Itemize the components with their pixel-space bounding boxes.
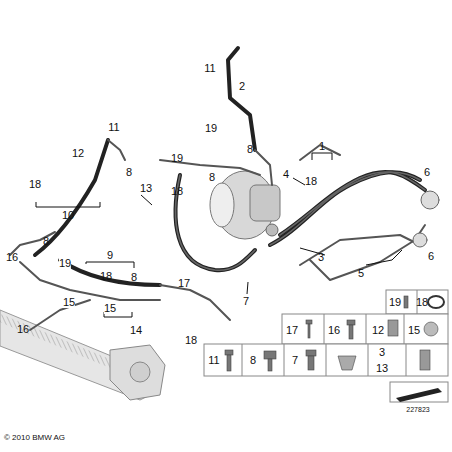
callout-number: 15 (104, 302, 116, 314)
steering-rack (0, 310, 165, 400)
callout-number: 4 (283, 168, 289, 180)
callout-number: 13 (376, 362, 388, 374)
callout-number: 17 (286, 324, 298, 336)
callout-number: 15 (63, 296, 75, 308)
callout-number: 3 (318, 251, 324, 263)
callout-number: 11 (108, 121, 119, 133)
callout-number: 19 (389, 296, 401, 308)
callout-number: 2 (239, 80, 245, 92)
callout-number: 5 (358, 267, 364, 279)
callout-number: 18 (29, 178, 41, 190)
callout-number: 12 (372, 324, 384, 336)
part-icons (225, 296, 444, 402)
callout-number: 19 (171, 152, 183, 164)
callout-number: 18 (185, 334, 197, 346)
callout-number: 16 (6, 251, 18, 263)
callout-number: 15 (408, 324, 420, 336)
callout-number: 1 (319, 140, 325, 152)
leader-lines (36, 153, 402, 317)
callout-number: 14 (130, 324, 142, 336)
power-steering-pump (210, 171, 280, 239)
callout-number: 8 (131, 271, 137, 283)
callout-number: 7 (243, 295, 249, 307)
callout-number: 13 (140, 182, 152, 194)
callout-number: 3 (379, 346, 385, 358)
parts-table (204, 290, 448, 402)
callout-number: 16 (328, 324, 340, 336)
hoses (10, 48, 439, 330)
callout-number: 11 (208, 354, 219, 366)
callout-number: 12 (72, 147, 84, 159)
callout-number: 19 (59, 257, 71, 269)
callout-number: 8 (126, 166, 132, 178)
callout-number: 10 (62, 209, 74, 221)
copyright: © 2010 BMW AG (4, 432, 65, 444)
callout-number: 8 (247, 143, 253, 155)
callout-number: 16 (17, 323, 29, 335)
callout-number: 6 (424, 166, 430, 178)
callout-number: 11 (204, 62, 215, 74)
callout-number: 8 (250, 354, 256, 366)
callout-number: 6 (428, 250, 434, 262)
callout-number: 18 (305, 175, 317, 187)
diagram-number: 227823 (406, 404, 429, 416)
callout-number: 9 (107, 249, 113, 261)
callout-number: 18 (100, 270, 112, 282)
callout-number: 8 (43, 235, 49, 247)
callout-number: 18 (171, 185, 183, 197)
callout-number: 18 (416, 296, 428, 308)
callout-number: 17 (178, 277, 190, 289)
callout-number: 7 (292, 354, 298, 366)
callout-number: 8 (209, 171, 215, 183)
callout-number: 19 (205, 122, 217, 134)
